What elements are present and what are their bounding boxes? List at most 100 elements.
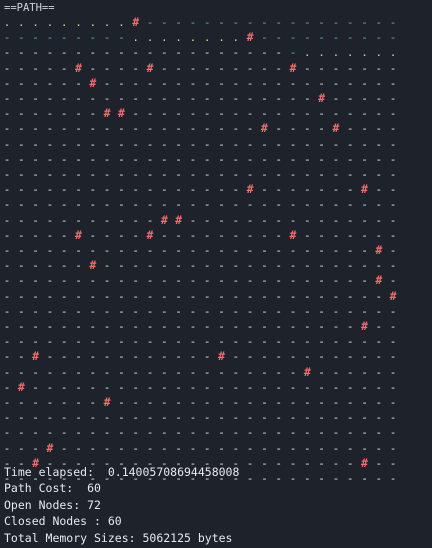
closed-node-cell: -	[289, 320, 297, 333]
closed-node-cell: -	[189, 411, 197, 425]
closed-node-cell: -	[60, 380, 68, 394]
closed-node-cell: -	[118, 228, 125, 242]
closed-node-cell: -	[261, 213, 268, 227]
closed-node-cell: -	[346, 304, 354, 318]
closed-node-cell: -	[389, 61, 397, 75]
closed-node-cell: -	[75, 76, 82, 90]
closed-node-cell: -	[303, 107, 311, 121]
closed-node-cell: -	[60, 259, 68, 273]
closed-node-cell: -	[60, 441, 68, 455]
closed-node-cell: -	[32, 259, 39, 273]
closed-node-cell: -	[46, 107, 54, 121]
closed-node-cell: -	[289, 441, 297, 455]
closed-node-cell: -	[103, 152, 111, 166]
closed-node-cell: -	[318, 441, 325, 455]
closed-node-cell: -	[146, 426, 154, 440]
closed-node-cell: -	[17, 152, 25, 166]
closed-node-cell: -	[3, 213, 11, 227]
closed-node-cell: -	[303, 122, 311, 136]
path-cell: .	[189, 31, 197, 45]
closed-node-cell: -	[3, 168, 11, 181]
closed-node-cell: -	[232, 183, 240, 197]
closed-node-cell: -	[75, 137, 82, 151]
closed-node-cell: -	[332, 320, 340, 333]
closed-node-cell: -	[389, 350, 397, 364]
closed-node-cell: -	[232, 76, 240, 90]
obstacle-cell: #	[132, 15, 140, 29]
closed-node-cell: -	[389, 122, 397, 136]
closed-node-cell: -	[389, 76, 397, 90]
closed-node-cell: -	[146, 198, 154, 212]
closed-node-cell: -	[75, 320, 82, 333]
path-cell: .	[103, 16, 111, 29]
closed-node-cell: -	[189, 426, 197, 440]
closed-node-cell: -	[346, 426, 354, 440]
closed-node-cell: -	[175, 304, 182, 318]
obstacle-cell: #	[146, 227, 154, 242]
closed-node-cell: -	[203, 168, 211, 181]
closed-node-cell: -	[189, 137, 197, 151]
path-cell: .	[32, 16, 39, 29]
closed-node-cell: -	[346, 228, 354, 242]
path-grid: .........#---------------------------...…	[3, 15, 397, 485]
closed-node-cell: -	[17, 168, 25, 181]
closed-node-cell: -	[60, 426, 68, 440]
closed-node-cell: -	[232, 198, 240, 212]
open-node-cell: -	[246, 16, 254, 29]
closed-node-cell: -	[3, 274, 11, 288]
closed-node-cell: -	[103, 304, 111, 318]
path-cell: .	[218, 31, 225, 45]
open-node-cell: -	[60, 31, 68, 45]
closed-node-cell: -	[318, 259, 325, 273]
closed-node-cell: -	[232, 335, 240, 349]
closed-node-cell: -	[361, 441, 368, 455]
closed-node-cell: -	[118, 198, 125, 212]
closed-node-cell: -	[32, 107, 39, 121]
open-node-cell: -	[318, 16, 325, 29]
closed-node-cell: -	[46, 244, 54, 257]
obstacle-cell: #	[32, 455, 40, 470]
closed-node-cell: -	[203, 472, 211, 485]
closed-node-cell: -	[60, 107, 68, 121]
closed-node-cell: -	[289, 137, 297, 151]
closed-node-cell: -	[218, 259, 225, 273]
closed-node-cell: -	[332, 426, 340, 440]
closed-node-cell: -	[275, 198, 282, 212]
closed-node-cell: -	[289, 213, 297, 227]
closed-node-cell: -	[146, 107, 154, 121]
obstacle-cell: #	[260, 121, 268, 136]
closed-node-cell: -	[261, 441, 268, 455]
closed-node-cell: -	[75, 259, 82, 273]
closed-node-cell: -	[132, 472, 139, 485]
closed-node-cell: -	[246, 61, 254, 75]
closed-node-cell: -	[246, 92, 254, 105]
closed-node-cell: -	[261, 244, 268, 257]
closed-node-cell: -	[218, 365, 225, 379]
closed-node-cell: -	[60, 213, 68, 227]
closed-node-cell: -	[361, 259, 368, 273]
closed-node-cell: -	[46, 46, 54, 60]
closed-node-cell: -	[3, 61, 11, 75]
closed-node-cell: -	[218, 168, 225, 181]
closed-node-cell: -	[160, 92, 168, 105]
obstacle-cell: #	[361, 182, 368, 197]
closed-node-cell: -	[346, 441, 354, 455]
closed-node-cell: -	[146, 122, 154, 136]
open-node-cell: -	[346, 16, 354, 29]
closed-node-cell: -	[203, 137, 211, 151]
closed-node-cell: -	[118, 320, 125, 333]
closed-node-cell: -	[189, 320, 197, 333]
closed-node-cell: -	[118, 46, 125, 60]
closed-node-cell: -	[17, 122, 25, 136]
closed-node-cell: -	[261, 228, 268, 242]
closed-node-cell: -	[189, 198, 197, 212]
closed-node-cell: -	[203, 304, 211, 318]
closed-node-cell: -	[275, 137, 282, 151]
closed-node-cell: -	[203, 228, 211, 242]
closed-node-cell: -	[246, 76, 254, 90]
closed-node-cell: -	[189, 441, 197, 455]
closed-node-cell: -	[32, 198, 39, 212]
closed-node-cell: -	[218, 228, 225, 242]
closed-node-cell: -	[60, 244, 68, 257]
closed-node-cell: -	[46, 198, 54, 212]
